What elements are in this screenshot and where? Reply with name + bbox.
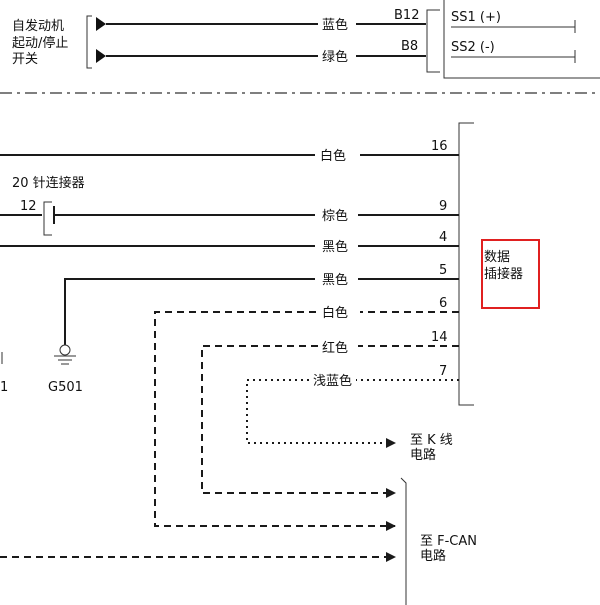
wire-white-6-pin: 6: [439, 296, 447, 311]
wire-lightblue-7-pin: 7: [439, 364, 447, 379]
switch-label-line3: 开关: [12, 52, 38, 67]
k-line-label-line1: 至 K 线: [410, 433, 453, 448]
switch-label-line1: 自发动机: [12, 18, 64, 34]
dlc-label-line1: 数据: [484, 250, 510, 265]
wire-lightblue-7-route: [246, 379, 396, 448]
dlc-label-line2: 插接器: [484, 266, 523, 282]
fcan-bracket: [400, 477, 407, 605]
ss1-arrow-icon: [96, 17, 106, 31]
connector-20pin-bracket: [43, 201, 52, 236]
ss1-wire-color: 蓝色: [322, 17, 348, 33]
top-connector-bracket: [426, 9, 440, 73]
top-module-box: [443, 0, 600, 79]
ground-label: G501: [48, 380, 83, 395]
wire-black-5-color: 黑色: [322, 272, 348, 288]
ground-icon: [54, 344, 76, 365]
dlc-highlight-box: [481, 239, 540, 309]
ss2-pin: B8: [401, 39, 418, 54]
wire-red-14-route: [201, 345, 396, 498]
wire-lightblue-7-color: 浅蓝色: [313, 373, 352, 389]
ss1-signal: SS1 (+): [451, 10, 501, 25]
ss1-pin: B12: [394, 8, 419, 23]
wire-brown-9-color: 棕色: [322, 208, 348, 224]
wire-brown-9-pin: 9: [439, 199, 447, 214]
wire-white-6-color: 白色: [322, 305, 348, 321]
ss2-signal: SS2 (-): [451, 40, 495, 55]
switch-bracket: [86, 15, 92, 69]
ss2-arrow-icon: [96, 49, 106, 63]
wire-white-6-route: [154, 311, 396, 531]
connector-20pin-label: 20 针连接器: [12, 175, 85, 191]
wire-black-4-color: 黑色: [322, 239, 348, 255]
ss2-wire-color: 绿色: [322, 49, 348, 65]
fcan-label-line1: 至 F-CAN: [420, 534, 477, 549]
wire-red-14-color: 红色: [322, 340, 348, 356]
k-line-label-line2: 电路: [410, 447, 436, 463]
wire-black-5-left: [64, 278, 315, 345]
wire-white-16-color: 白色: [320, 148, 346, 164]
connector-20pin-pin: 12: [20, 199, 37, 214]
left-partial-label: 1: [0, 380, 8, 395]
wire-red-14-pin: 14: [431, 330, 448, 345]
wire-black-5-pin: 5: [439, 263, 447, 278]
fcan-label-line2: 电路: [420, 548, 446, 564]
switch-label-line2: 起动/停止: [12, 35, 68, 51]
dlc-bracket: [458, 122, 474, 406]
wire-white-16-pin: 16: [431, 139, 448, 154]
wire-black-4-pin: 4: [439, 230, 447, 245]
